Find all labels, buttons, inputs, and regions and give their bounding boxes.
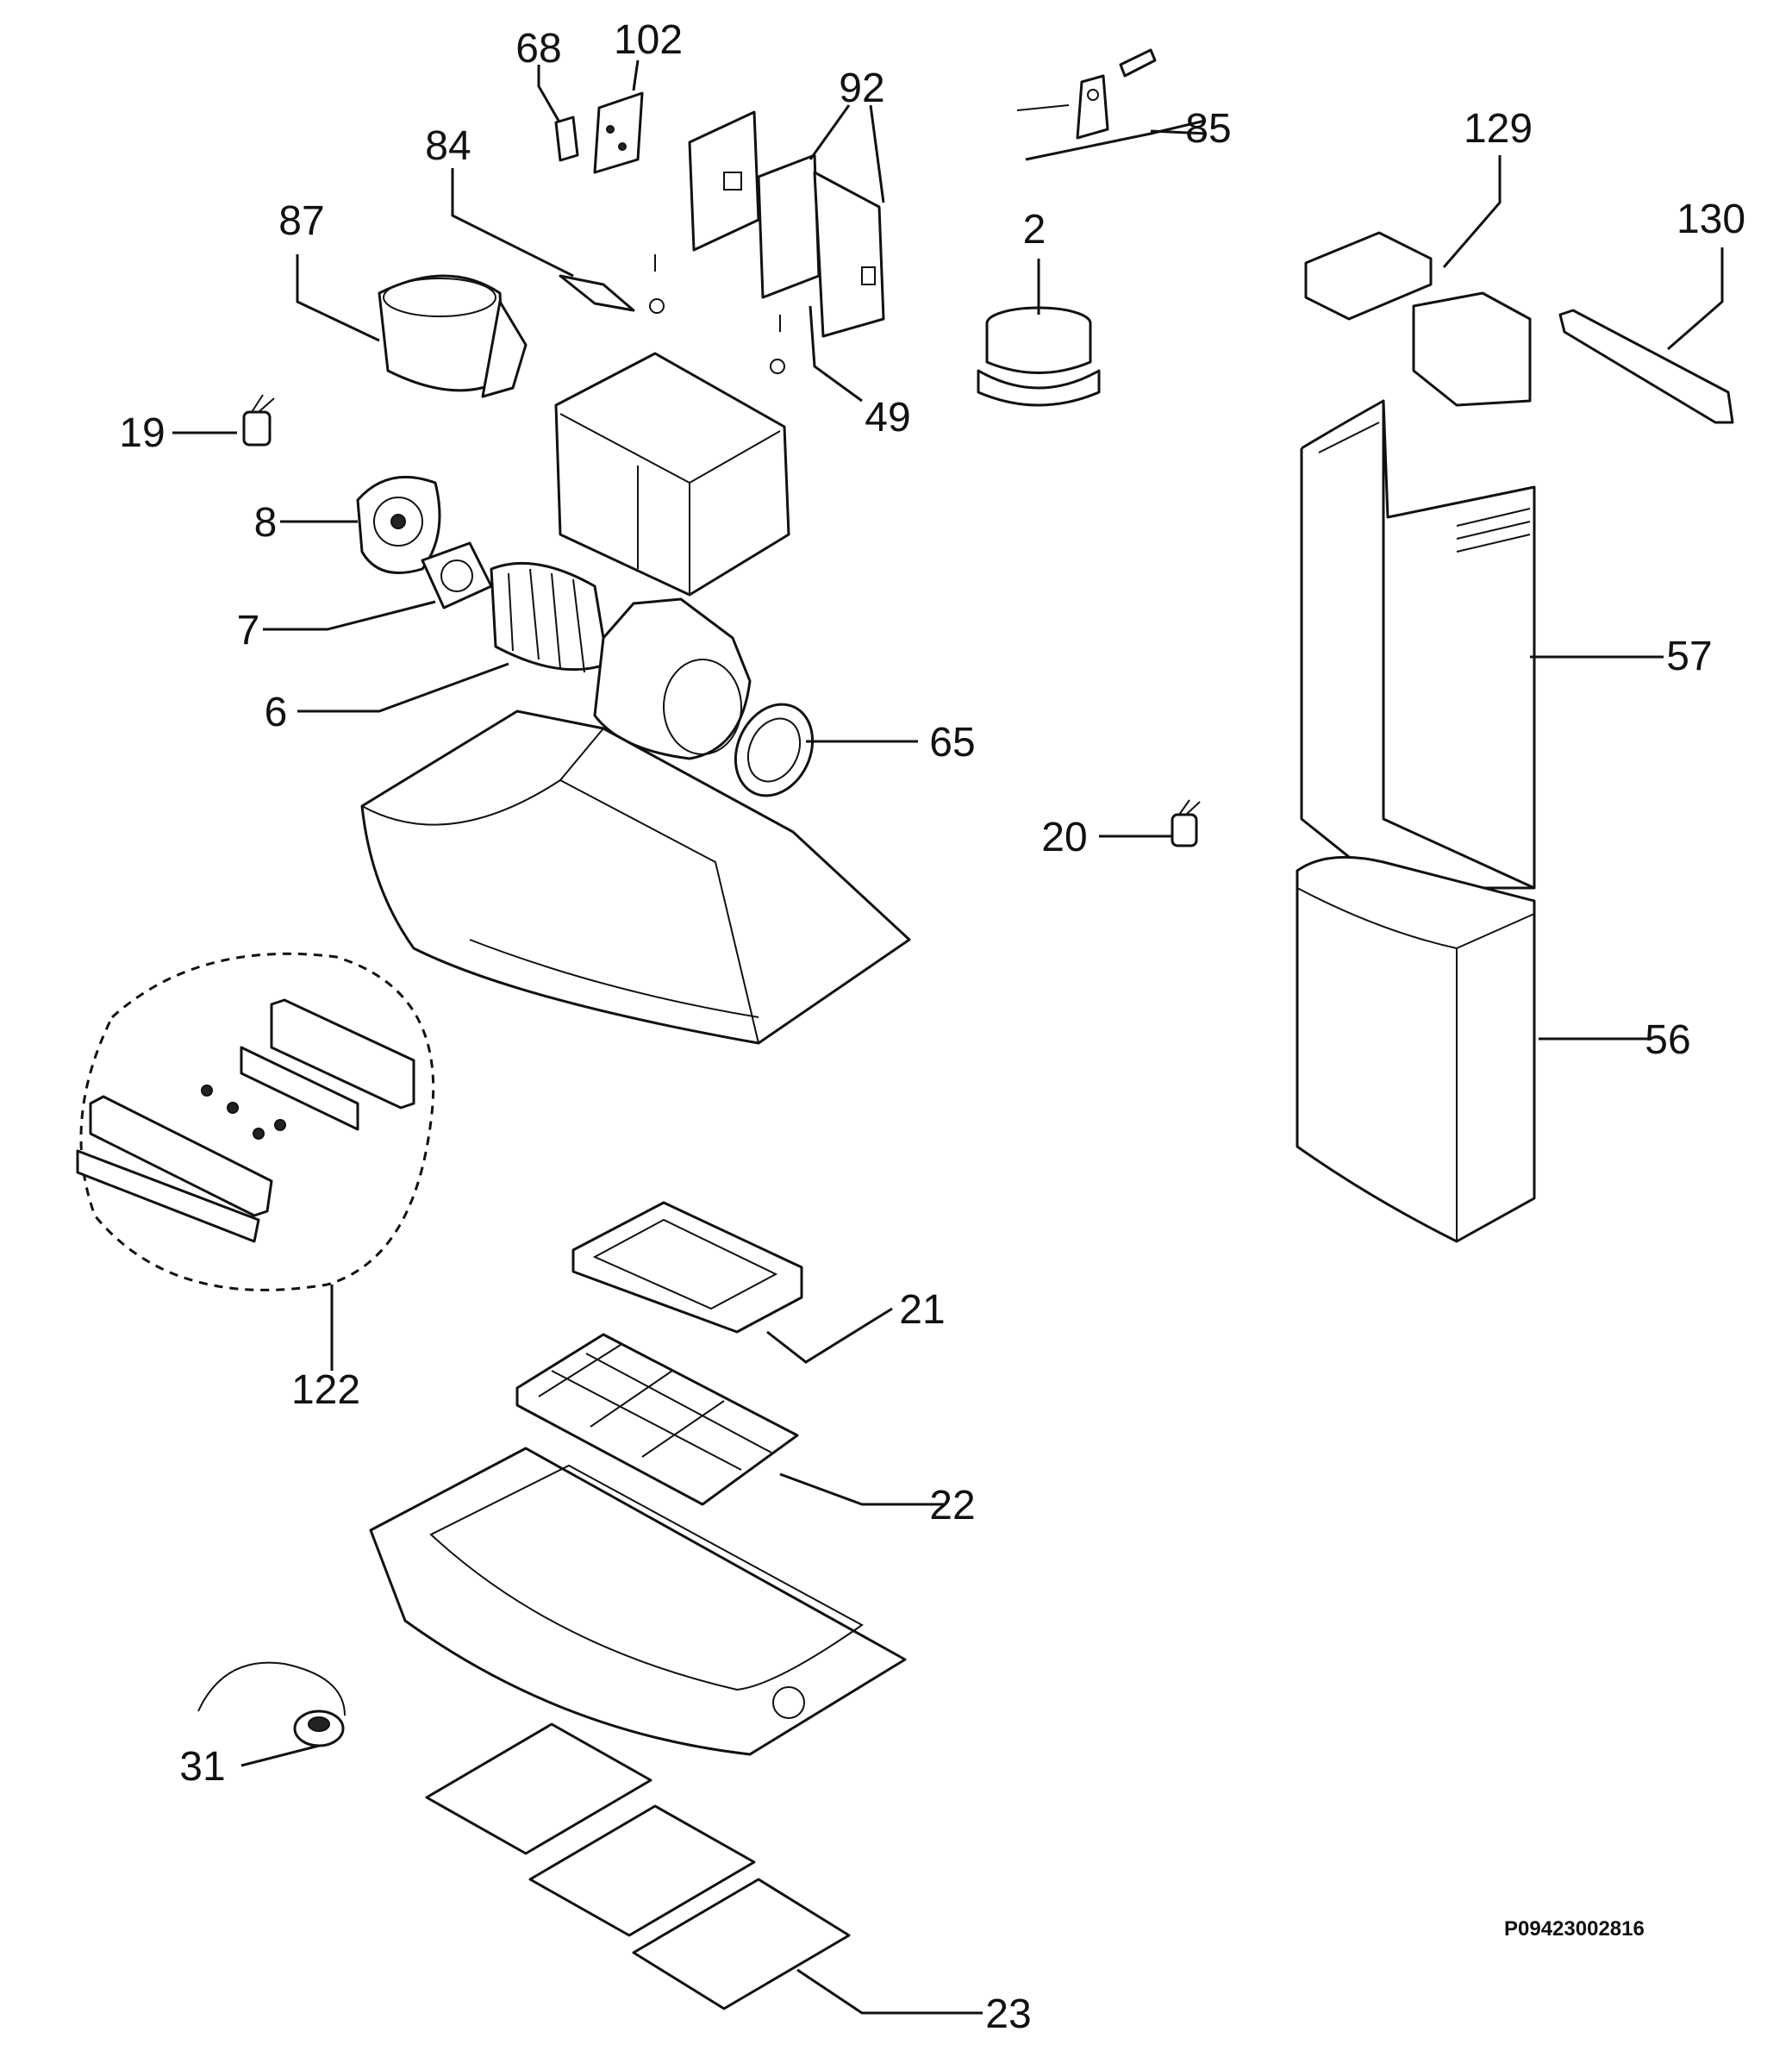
callout-8: 8 (254, 500, 278, 546)
callout-49: 49 (865, 395, 910, 441)
callout-31: 31 (179, 1744, 225, 1790)
callout-56: 56 (1645, 1017, 1690, 1063)
callout-2: 2 (1023, 207, 1046, 253)
callout-122: 122 (291, 1367, 360, 1413)
part-129-duct-diverter (1304, 231, 1532, 407)
part-68-relay (554, 116, 579, 162)
part-2-flange-ring (977, 306, 1101, 407)
part-hood-canopy (360, 709, 911, 1045)
reference-code: P09423002816 (1504, 1917, 1645, 1941)
part-84-switch (559, 274, 635, 312)
callout-92: 92 (839, 66, 884, 111)
part-49-screw-set (649, 254, 785, 374)
part-21-filter-frame (571, 1201, 803, 1334)
callout-84: 84 (425, 123, 471, 169)
part-56-lower-chimney (1296, 855, 1536, 1243)
part-130-bracket-bar (1558, 309, 1734, 424)
callout-22: 22 (929, 1483, 975, 1528)
part-19-capacitor (242, 394, 275, 447)
callout-85: 85 (1185, 106, 1231, 152)
callout-19: 19 (119, 410, 165, 456)
callout-87: 87 (278, 198, 324, 244)
part-31-light-assembly (197, 1661, 346, 1747)
part-92-control-box (688, 110, 885, 338)
part-8-motor-plate (356, 475, 441, 574)
callout-23: 23 (985, 1991, 1031, 2037)
part-20-capacitor (1171, 799, 1201, 847)
part-lower-hood-tray (369, 1447, 907, 1756)
callout-68: 68 (515, 26, 561, 72)
part-57-upper-chimney (1300, 399, 1536, 890)
callout-6: 6 (265, 690, 288, 735)
leader-lines (172, 59, 1724, 2015)
callout-129: 129 (1464, 106, 1533, 152)
callout-130: 130 (1676, 197, 1745, 242)
callout-20: 20 (1041, 815, 1087, 860)
callout-labels: 68 102 92 85 84 129 130 87 2 49 19 8 7 6… (119, 17, 1745, 2037)
part-23-grease-filters (425, 1722, 851, 2010)
callout-7: 7 (237, 608, 260, 653)
part-102-circuit-board (593, 91, 644, 174)
part-6-blower-wheel (490, 561, 609, 673)
callout-102: 102 (614, 17, 683, 63)
part-7-motor (421, 541, 493, 609)
part-22-carbon-filter (515, 1333, 799, 1506)
part-87-duct-adapter (378, 274, 528, 398)
callout-65: 65 (929, 720, 975, 766)
part-scroll-housing (593, 597, 752, 760)
part-85-mounting-bracket (1016, 48, 1157, 140)
part-65-inlet-grille (734, 703, 815, 797)
part-blower-housing (554, 352, 790, 597)
callout-57: 57 (1666, 634, 1712, 679)
callout-21: 21 (899, 1287, 945, 1333)
part-122-control-panel-set (76, 952, 435, 1291)
